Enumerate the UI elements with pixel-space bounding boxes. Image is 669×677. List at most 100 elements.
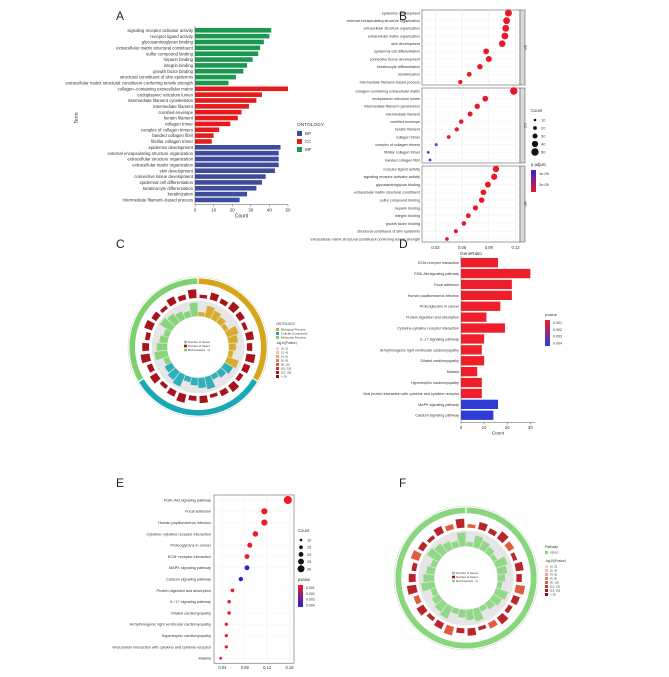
- facet-panel-bp: [421, 9, 521, 86]
- panel-label-f: F: [399, 476, 406, 490]
- selected-count-bar-4: [489, 553, 498, 562]
- size-legend-label-15: 15: [307, 546, 311, 550]
- bar-label-ecm-receptor-interaction: ECM-receptor interaction: [418, 261, 459, 265]
- dot-proteoglycans-in-cancer: [247, 542, 253, 548]
- bar-keratinization: [195, 191, 248, 197]
- center-legend-label-1: Number of Select: [456, 575, 478, 579]
- bar-label-structural-constituent-of-skin-epidermis: structural constituent of skin epidermis: [120, 75, 193, 80]
- dot-ecm-receptor-interaction: [244, 554, 250, 559]
- dot-mf-signaling-receptor-activator-activity: [491, 173, 498, 180]
- selected-count-bar-10: [221, 362, 233, 374]
- selected-count-bar-23: [426, 565, 436, 575]
- gene-count-bar-0: [199, 294, 208, 299]
- gene-count-bar-23: [144, 331, 151, 341]
- x-tick-label-10: 10: [482, 425, 487, 430]
- bar-label-extracellular-matrix-structural-constitu: extracellular matrix structural constitu…: [116, 45, 194, 50]
- bar-label-calcium-signaling-pathway: Calcium signaling pathway: [415, 414, 459, 418]
- bar-label-heparin-binding: heparin binding: [164, 57, 194, 62]
- gene-count-bar-9: [241, 363, 251, 374]
- dot-pi3k-akt-signaling-pathway: [283, 496, 292, 504]
- selected-count-bar-28: [183, 310, 192, 319]
- selected-count-bar-15: [458, 609, 466, 618]
- bar-malaria: [461, 367, 478, 377]
- size-legend-dot-10: [299, 538, 303, 542]
- circos-c-pvalue-swatch-5: [276, 367, 279, 370]
- circos-c-legend-swatch-2: [276, 336, 279, 339]
- dot-label-connective-tissue-development: connective tissue development: [370, 57, 420, 61]
- selected-count-bar-22: [423, 573, 435, 583]
- x-axis-title: Count: [492, 431, 505, 436]
- bar-label-collagen-containing-extracellular-matrix: collagen−containing extracellular matrix: [118, 86, 194, 91]
- bar-epidermal-cell-differentiation: [195, 180, 262, 185]
- selected-count-bar-18: [167, 367, 180, 381]
- bar-cytokine-cytokine-receptor-interaction: [461, 323, 505, 333]
- facet-panel-mf: [421, 165, 521, 243]
- x-tick-label-0.09: 0.09: [485, 245, 494, 250]
- bar-dilated-cardiomyopathy: [461, 356, 485, 366]
- gene-count-bar-28: [444, 524, 455, 532]
- circos-c-pvalue-swatch-1: [276, 351, 279, 354]
- panel-a-go-bar-chart: signaling receptor activator activityrec…: [65, 26, 325, 220]
- color-legend-label-0: 0.001: [306, 586, 315, 590]
- selected-count-bar-15: [190, 377, 198, 386]
- dot-label-intermediate-filament-based-process: intermediate filament−based process: [360, 80, 421, 84]
- dot-label-cornified-envelope: cornified envelope: [390, 120, 420, 124]
- size-legend-dot-50: [531, 148, 539, 156]
- selected-count-bar-26: [167, 313, 180, 327]
- x-tick-label-0.08: 0.08: [241, 665, 250, 670]
- dot-label-banded-collagen-fibril: banded collagen fibril: [385, 158, 420, 162]
- bar-label-il-17-signaling-pathway: IL-17 signaling pathway: [420, 337, 459, 341]
- dot-mf-receptor-ligand-activity: [492, 165, 500, 173]
- color-legend-bar: [531, 170, 536, 192]
- legend-title: ONTOLOGY: [297, 122, 325, 128]
- bar-label-viral-protein-interaction-with-cytokine-: Viral protein interaction with cytokine …: [363, 392, 460, 396]
- selected-count-bar-14: [466, 609, 475, 621]
- dot-mapk-signaling-pathway: [244, 565, 250, 571]
- bar-protein-digestion-and-absorption: [461, 312, 487, 322]
- size-legend-label-20: 20: [307, 553, 311, 557]
- selected-count-bar-11: [484, 599, 495, 610]
- bar-label-growth-factor-binding: growth factor binding: [153, 69, 193, 74]
- selected-count-bar-3: [216, 316, 226, 327]
- dot-bp-keratinocyte-differentiation: [477, 63, 483, 70]
- x-tick-label-30: 30: [528, 425, 533, 430]
- x-tick-label-20: 20: [230, 208, 236, 213]
- legend-label-3: 0.004: [553, 341, 562, 345]
- x-axis-title: GeneRatio: [460, 251, 482, 256]
- selected-count-bar-3: [484, 546, 495, 557]
- size-legend-dot-20: [533, 126, 537, 130]
- gene-count-bar-28: [177, 294, 187, 302]
- selected-count-bar-27: [175, 311, 186, 322]
- dot-malaria: [219, 656, 223, 660]
- bar-keratin-filament: [195, 115, 238, 121]
- size-legend-label-50: 50: [541, 150, 546, 155]
- gene-count-bar-29: [187, 289, 197, 299]
- selected-count-bar-20: [163, 356, 172, 365]
- dot-mf-extracellular-matrix-structural-constitu: [445, 237, 449, 241]
- gene-count-bar-13: [209, 392, 218, 399]
- bar-label-extracellular-matrix-structural-constitu: extracellular matrix structural constitu…: [65, 81, 193, 86]
- circos-f-pvalue-label-0: (0, 2]: [550, 565, 557, 569]
- facet-strip-label-mf: MF: [523, 201, 527, 207]
- bar-integrin-binding: [195, 63, 248, 68]
- gene-count-bar-25: [417, 541, 428, 552]
- circos-f-pvalue-label-3: (6, 8]: [550, 577, 557, 581]
- x-tick-label-0.12: 0.12: [263, 665, 272, 670]
- bar-label-focal-adhesion: Focal adhesion: [434, 283, 459, 287]
- gene-count-bar-7: [246, 342, 253, 352]
- bar-heparin-binding: [195, 57, 253, 62]
- selected-count-bar-8: [496, 581, 503, 589]
- dot-mf-structural-constituent-of-skin-epidermis: [453, 229, 458, 234]
- y-axis-title: Term: [74, 112, 80, 123]
- bar-signaling-receptor-activator-activity: [195, 28, 272, 33]
- dot-cc-banded-collagen-fibril: [428, 158, 432, 162]
- gene-count-bar-6: [514, 561, 524, 572]
- bar-epidermis-development: [195, 145, 281, 150]
- dot-label-dilated-cardiomyopathy: Dilated cardiomyopathy: [171, 611, 211, 615]
- circos-c-legend-swatch-0: [276, 328, 279, 331]
- selected-count-bar-19: [164, 362, 175, 373]
- selected-count-bar-6: [227, 334, 239, 344]
- gene-count-bar-21: [140, 353, 151, 364]
- gene-count-bar-24: [144, 319, 155, 331]
- dot-label-collagen-containing-extracellular-matrix: collagen−containing extracellular matrix: [355, 89, 420, 93]
